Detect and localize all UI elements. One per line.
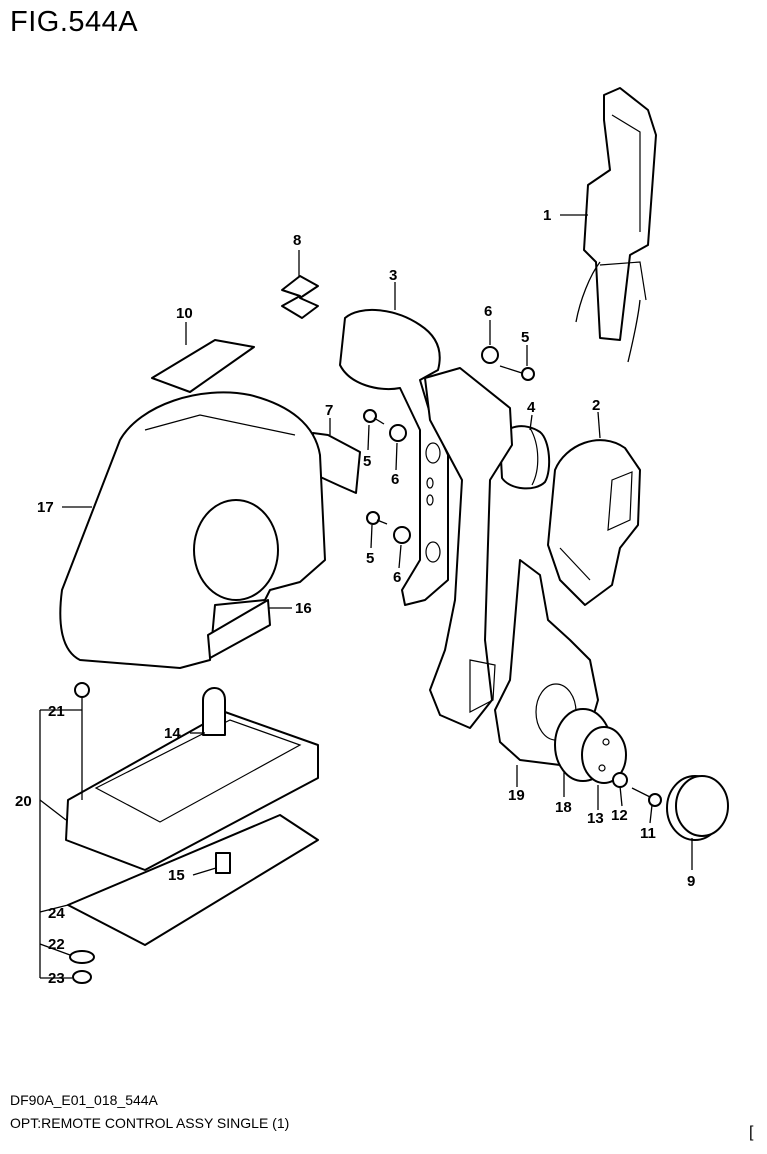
callout-6a: 6 — [484, 303, 492, 320]
callout-15: 15 — [168, 867, 185, 884]
part-3-housing — [339, 308, 449, 606]
callout-labels: 1 2 3 4 5 5 5 6 6 6 7 8 9 10 11 12 13 14… — [15, 207, 695, 987]
part-10-plate — [151, 339, 255, 393]
part-11-screw — [631, 787, 662, 807]
part-2-bracket — [547, 439, 641, 606]
callout-1: 1 — [543, 207, 551, 224]
leader-lines — [39, 214, 693, 979]
callout-12: 12 — [611, 807, 628, 824]
part-16-insert — [207, 599, 271, 659]
callout-6b: 6 — [391, 471, 399, 488]
part-19-arm — [424, 367, 513, 729]
callout-11: 11 — [640, 825, 656, 842]
part-5-screw — [366, 511, 388, 525]
part-24-gasket — [67, 814, 319, 946]
figure-title: FIG.544A — [10, 6, 139, 38]
part-9-cap — [666, 775, 729, 841]
part-6-washer — [481, 346, 499, 364]
callout-7: 7 — [325, 402, 333, 419]
part-1-control-handle — [575, 87, 657, 363]
part-15-clip — [215, 852, 231, 874]
callout-5a: 5 — [521, 329, 529, 346]
callout-10: 10 — [176, 305, 193, 322]
callout-23: 23 — [48, 970, 65, 987]
drawing-code: DF90A_E01_018_544A — [10, 1092, 158, 1108]
callout-17: 17 — [37, 499, 54, 516]
callout-24: 24 — [48, 905, 65, 922]
part-13-disc — [554, 708, 627, 784]
part-23-nut — [72, 970, 92, 984]
callout-18: 18 — [555, 799, 572, 816]
callout-9: 9 — [687, 873, 695, 890]
callout-22: 22 — [48, 936, 65, 953]
part-5-screw — [499, 365, 535, 381]
corner-mark: [ — [749, 1124, 754, 1141]
callout-3: 3 — [389, 267, 397, 284]
callout-5b: 5 — [363, 453, 371, 470]
callout-20: 20 — [15, 793, 32, 810]
callout-16: 16 — [295, 600, 312, 617]
part-20-base — [65, 682, 319, 871]
callout-13: 13 — [587, 810, 604, 827]
part-14-bracket — [202, 687, 226, 736]
callout-6c: 6 — [393, 569, 401, 586]
part-22-washer — [69, 950, 95, 964]
part-21-screw — [74, 682, 90, 698]
part-6-washer — [389, 424, 407, 442]
callout-21: 21 — [48, 703, 65, 720]
part-5-screw — [363, 409, 385, 425]
drawing-description: OPT:REMOTE CONTROL ASSY SINGLE (1) — [10, 1115, 290, 1131]
part-8-emblem — [281, 275, 319, 319]
part-12-washer — [612, 772, 628, 788]
callout-5c: 5 — [366, 550, 374, 567]
part-17-cover — [59, 391, 326, 669]
callout-4: 4 — [527, 399, 536, 416]
callout-19: 19 — [508, 787, 525, 804]
callout-8: 8 — [293, 232, 301, 249]
part-6-washer — [393, 526, 411, 544]
callout-14: 14 — [164, 725, 181, 742]
callout-2: 2 — [592, 397, 600, 414]
